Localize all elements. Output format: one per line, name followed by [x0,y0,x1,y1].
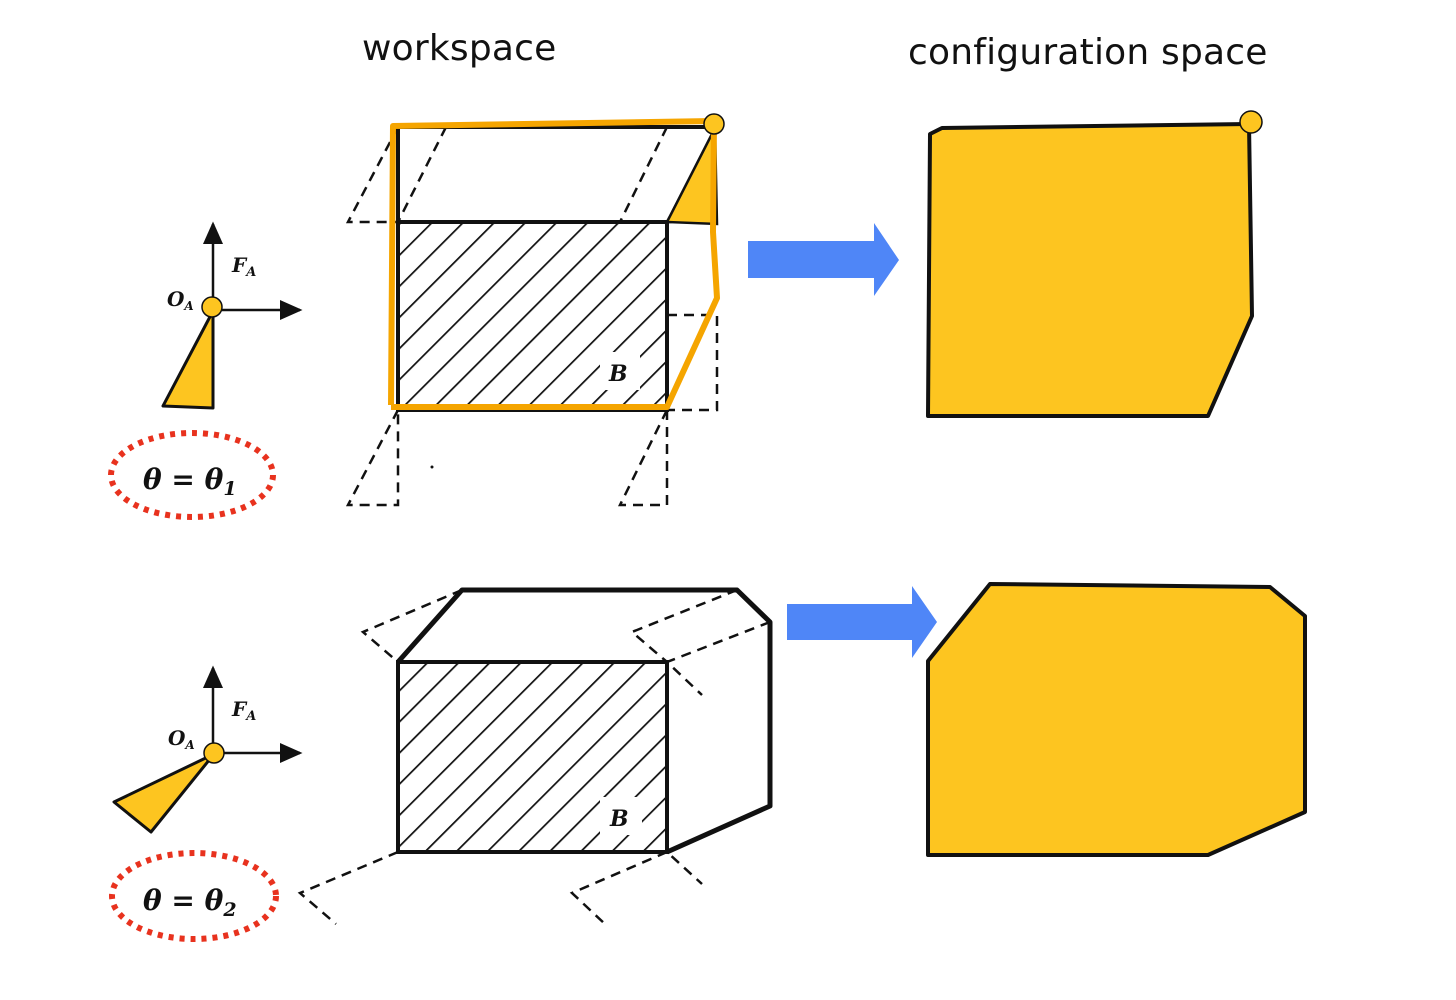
frame-label: FA [231,697,256,724]
frame-label: FA [231,253,256,280]
c-obstacle-boundary [396,587,773,855]
workspace-2: B [297,587,773,926]
configuration-space-2 [926,582,1307,857]
obstacle-label: B [608,361,628,387]
robot-at-corner [664,127,719,226]
stray-dot [430,465,434,469]
reference-point-marker [703,113,725,135]
c-obstacle-boundary [388,118,720,410]
reference-point [201,296,223,318]
configuration-space-1 [926,110,1263,418]
workspace-1: B [345,113,725,507]
origin-label: OA [168,726,195,752]
reference-point-marker [1239,110,1263,134]
angle-label: θ = θ2 [143,884,237,921]
obstacle-label: B [609,806,629,832]
robot-frame-2: FA OA θ = θ2 [109,665,303,942]
robot-triangle [161,309,215,410]
mapping-arrow-2 [787,586,937,658]
row-1: FA OA θ = θ1 B [108,110,1263,520]
configuration-space-heading: configuration space [908,32,1268,73]
mapping-arrow-1 [748,223,899,296]
reference-point [203,742,225,764]
angle-ellipse [109,850,279,942]
workspace-heading: workspace [362,28,557,69]
angle-label: θ = θ1 [143,463,237,500]
c-obstacle-shape [926,122,1254,418]
origin-label: OA [167,287,194,313]
c-obstacle-shape [926,582,1307,857]
robot-frame-1: FA OA θ = θ1 [108,221,303,520]
row-2: FA OA θ = θ2 B [109,582,1307,942]
robot-triangle [112,752,216,834]
angle-ellipse [108,430,276,520]
